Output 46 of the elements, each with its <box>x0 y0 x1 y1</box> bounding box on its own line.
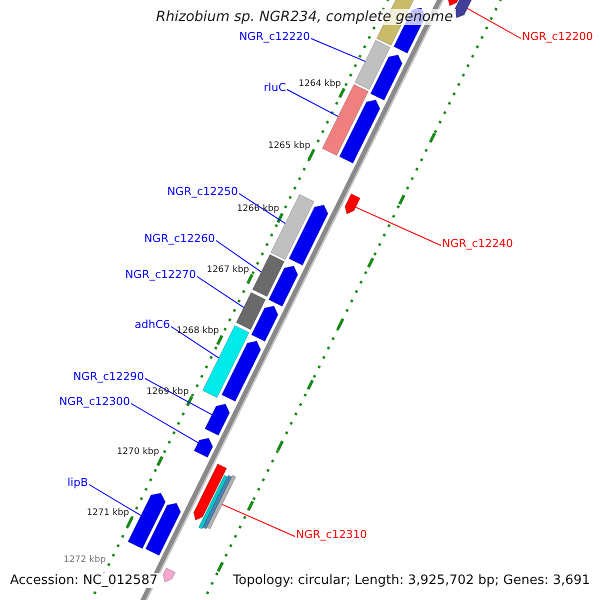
gene-label: NGR_c12290 <box>73 370 144 383</box>
scale-label: 1264 kbp <box>298 79 342 90</box>
gene-label: NGR_c12220 <box>239 30 310 43</box>
gene-label: rluC <box>264 81 286 94</box>
leader-line <box>144 378 212 416</box>
leader-line <box>88 484 142 516</box>
leader-line <box>355 206 442 246</box>
leader-line <box>238 193 286 224</box>
scale-label: 1265 kbp <box>268 141 310 152</box>
gene-feature <box>454 0 474 18</box>
accession-text: Accession: NC_012587 <box>8 573 160 588</box>
gene-label: NGR_c12250 <box>167 185 238 198</box>
gene-feature <box>236 292 266 330</box>
leader-line <box>222 504 296 537</box>
gene-feature <box>354 40 390 90</box>
leader-line <box>196 276 244 308</box>
scale-label: 1271 kbp <box>86 508 130 519</box>
leader-line <box>130 403 199 444</box>
leader-line <box>310 38 366 62</box>
leader-line <box>170 326 220 358</box>
gene-label: NGR_c12260 <box>144 232 215 245</box>
gene-feature <box>252 254 285 297</box>
gene-label: adhC6 <box>134 318 170 331</box>
gene-feature <box>128 492 166 550</box>
gene-feature <box>344 193 361 214</box>
gene-label: NGR_c12240 <box>442 237 513 250</box>
gene-label: NGR_c12200 <box>522 30 593 43</box>
title: Rhizobium sp. NGR234, complete genome <box>153 9 456 25</box>
scale-label: 1270 kbp <box>116 447 160 458</box>
scale-label: 1266 kbp <box>236 204 280 215</box>
gene-feature <box>194 438 214 458</box>
scale-label: 1267 kbp <box>206 265 250 276</box>
scale-label: 1272 kbp <box>63 555 106 566</box>
gene-feature <box>202 325 250 398</box>
scale-label: 1269 kbp <box>146 387 189 398</box>
scale-label: 1268 kbp <box>176 326 219 337</box>
gene-label: lipB <box>67 476 88 489</box>
gene-feature <box>204 404 230 436</box>
leader-line <box>286 89 339 117</box>
gene-label: NGR_c12270 <box>125 268 196 281</box>
gene-label: NGR_c12310 <box>296 528 367 541</box>
gene-label: NGR_c12300 <box>59 395 130 408</box>
gene-feature <box>198 474 236 530</box>
leader-line <box>466 8 522 39</box>
genome-summary-text: Topology: circular; Length: 3,925,702 bp; Genes: 3,691 <box>230 573 592 588</box>
leader-line <box>216 240 262 272</box>
